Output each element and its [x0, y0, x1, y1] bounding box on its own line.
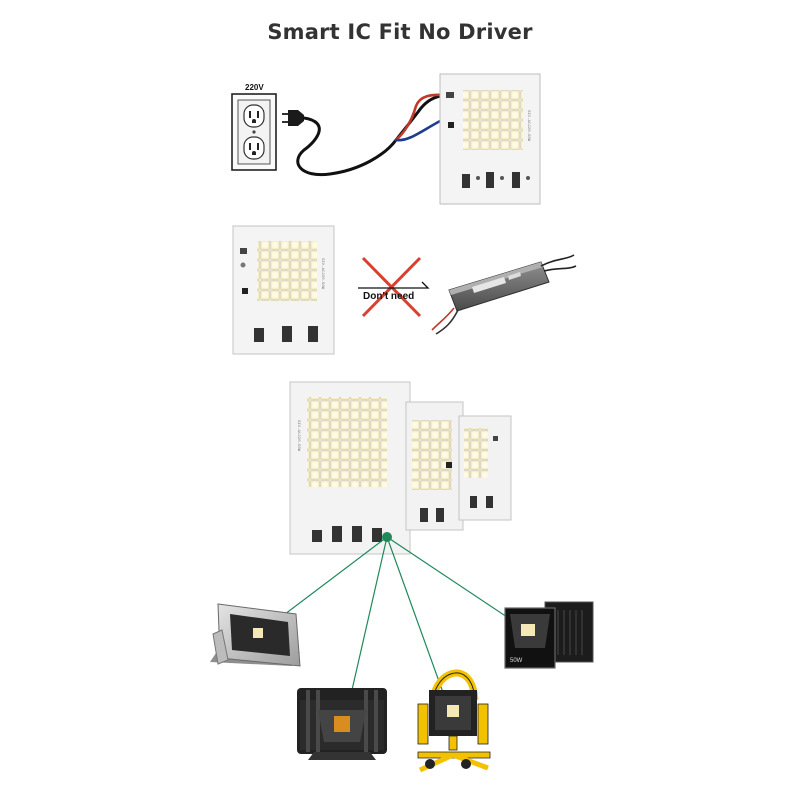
cross-icon: Don't need	[358, 256, 430, 318]
work-light-icon	[417, 669, 491, 773]
hub-dot	[382, 532, 392, 542]
lamp-power-label: 50W	[510, 658, 523, 664]
led-module-small: SIV-AC220-50W	[232, 225, 335, 355]
led-module-tiny	[458, 415, 512, 521]
led-module-medium	[405, 401, 464, 531]
svg-text:SIV-AC220-50W: SIV-AC220-50W	[296, 420, 300, 452]
wall-outlet-icon: 220V	[231, 83, 277, 171]
led-module-large: SIV-AC220-50W	[289, 381, 411, 555]
svg-text:SIV-AC220-50W: SIV-AC220-50W	[320, 258, 324, 290]
led-driver	[431, 254, 577, 335]
floodlight-icon	[210, 603, 301, 667]
led-module-main: SIV-AC220-50W	[439, 73, 541, 205]
floodlight-finned-icon	[297, 688, 387, 760]
svg-text:SIV-AC220-50W: SIV-AC220-50W	[526, 110, 530, 142]
page-title: Smart IC Fit No Driver	[267, 20, 533, 44]
connector-lines	[255, 536, 523, 704]
voltage-label: 220V	[245, 83, 264, 92]
power-cord	[296, 93, 448, 177]
floodlight-black-icon: 50W	[504, 601, 594, 669]
plug-icon	[282, 110, 304, 126]
no-driver-label: Don't need	[363, 291, 414, 302]
